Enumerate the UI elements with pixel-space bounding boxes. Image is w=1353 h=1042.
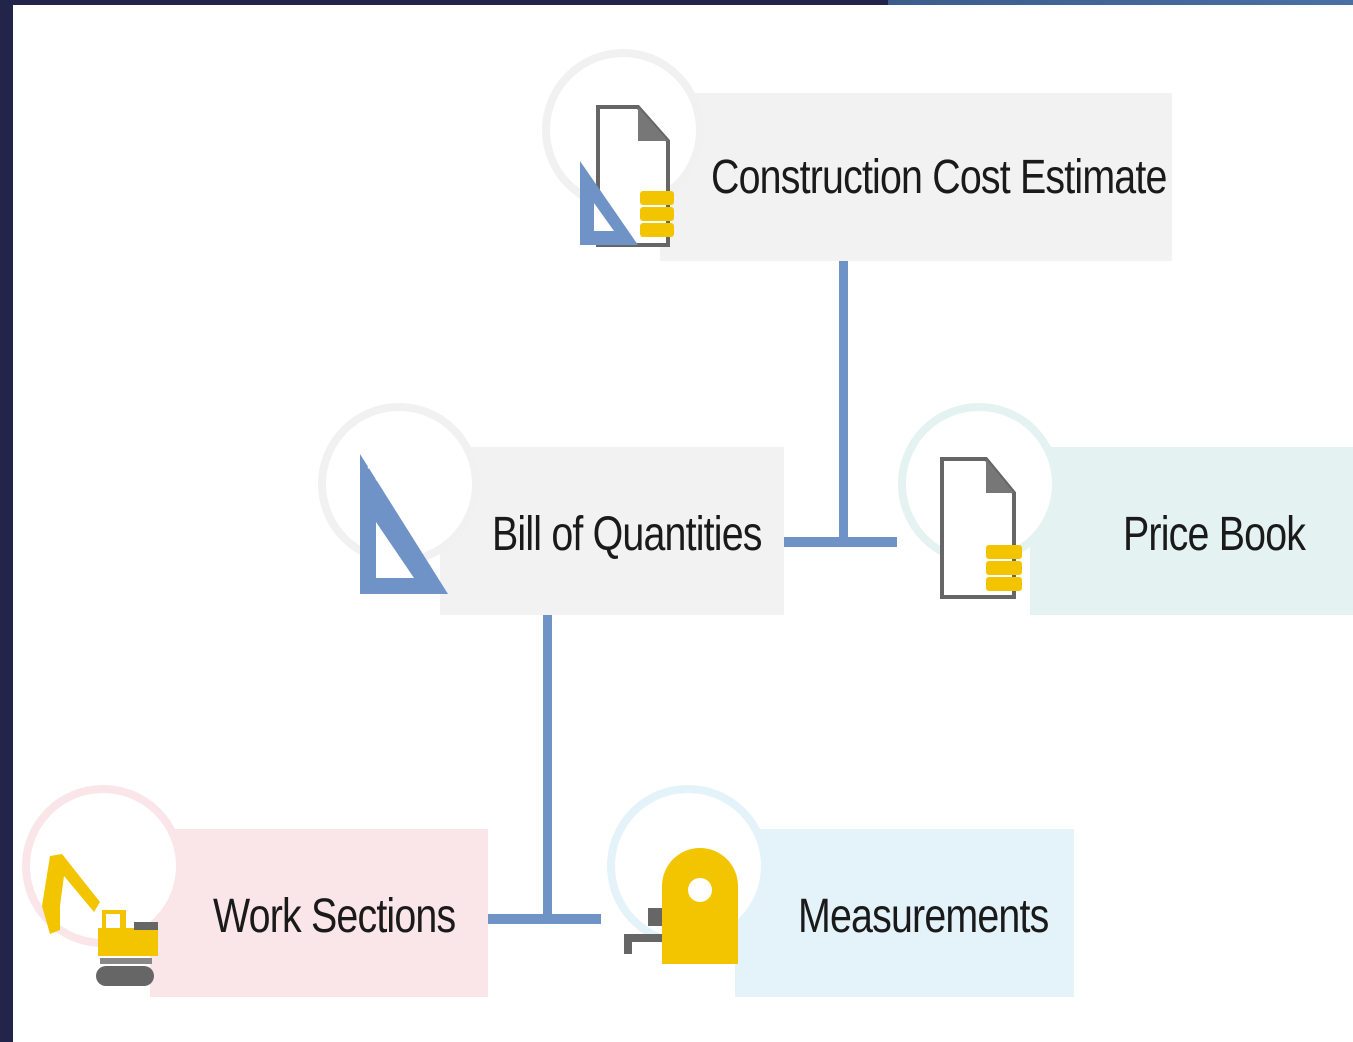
node-price-book-box: [1030, 447, 1353, 615]
frame-top-border: [0, 0, 888, 5]
node-estimate-label: Construction Cost Estimate: [711, 151, 1167, 204]
node-work-sections-box: [150, 829, 488, 997]
excavator-icon: [42, 854, 158, 986]
document-coins-icon: [940, 457, 1022, 599]
connector-estimate-vertical: [839, 260, 848, 542]
node-measurements-box: [735, 829, 1074, 997]
node-estimate-box: [660, 93, 1172, 261]
set-square-icon: [360, 454, 448, 594]
frame-left-border: [0, 0, 13, 1042]
node-measurements-label: Measurements: [798, 890, 1049, 943]
node-boq-box: [440, 447, 784, 615]
tape-measure-icon: [624, 848, 738, 964]
node-price-book-label: Price Book: [1123, 508, 1306, 561]
connector-boq-price-book: [784, 537, 897, 547]
frame-top-accent: [888, 0, 1353, 5]
document-ruler-coins-icon: [580, 105, 674, 247]
connector-boq-vertical: [543, 615, 552, 921]
connector-work-measurements: [488, 914, 601, 924]
node-boq-label: Bill of Quantities: [492, 508, 762, 561]
node-work-sections-label: Work Sections: [213, 890, 456, 943]
